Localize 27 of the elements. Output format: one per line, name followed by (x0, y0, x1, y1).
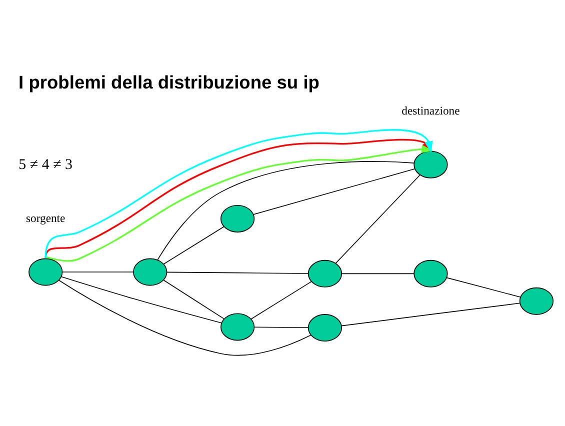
connector (254, 326, 308, 328)
connector (62, 271, 134, 272)
node-circle (519, 286, 554, 314)
node-label: sorgente (26, 211, 66, 224)
connector (157, 160, 414, 260)
connector (335, 174, 420, 264)
connector (163, 279, 224, 319)
connector (341, 302, 520, 326)
connector (163, 226, 224, 264)
label: 5 ≠ 4 ≠ 3 (18, 156, 73, 173)
node-circle (220, 204, 255, 232)
node-circle (414, 150, 448, 178)
node-circle (308, 314, 342, 342)
node-circle (414, 259, 448, 287)
node-label: destinazione (402, 104, 460, 117)
connector (446, 276, 521, 298)
diagram-title: I problemi della distribuzione su ip (18, 70, 320, 92)
connector (341, 272, 414, 274)
connector (166, 271, 309, 274)
connector (250, 280, 312, 320)
node-circle (133, 258, 168, 286)
connector (61, 276, 222, 323)
node-circle (220, 312, 255, 340)
node-circle (308, 259, 342, 287)
connector (252, 168, 416, 214)
connector (58, 279, 312, 356)
node-circle (28, 258, 63, 286)
